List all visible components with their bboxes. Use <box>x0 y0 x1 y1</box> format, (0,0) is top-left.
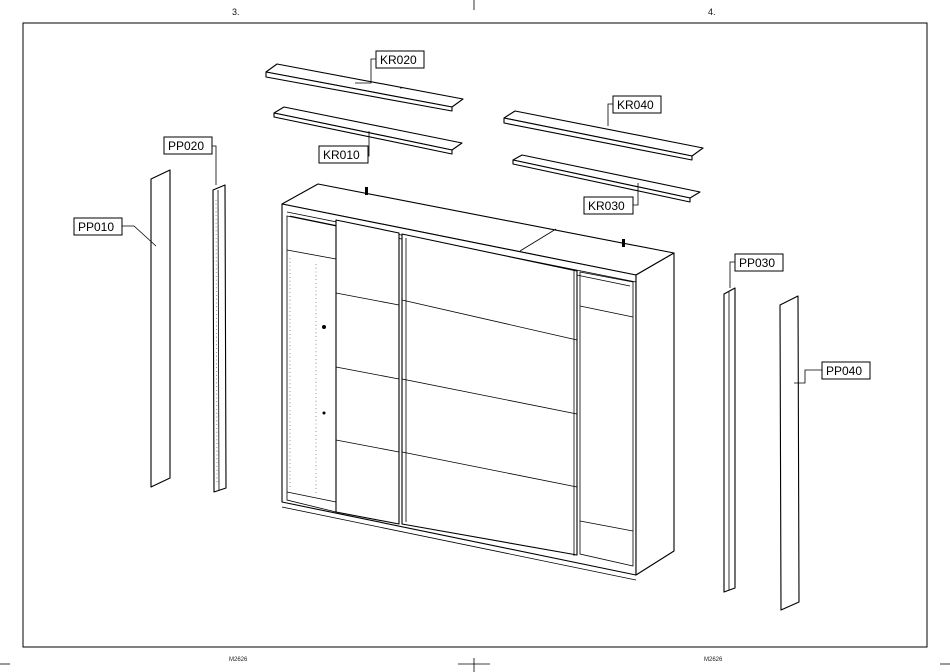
panel-pp010 <box>151 170 170 487</box>
label-kr020-text: KR020 <box>380 53 417 67</box>
label-kr040: KR040 <box>613 96 661 113</box>
label-kr040-text: KR040 <box>617 98 654 112</box>
label-kr020: KR020 <box>376 51 424 68</box>
panel-pp030 <box>724 288 735 592</box>
panel-pp020 <box>213 185 226 492</box>
label-pp010-text: PP010 <box>78 220 114 234</box>
label-pp030-text: PP030 <box>739 256 775 270</box>
label-pp030: PP030 <box>735 254 783 271</box>
label-pp020-text: PP020 <box>168 139 204 153</box>
panel-pp040 <box>780 296 799 610</box>
label-pp010: PP010 <box>74 218 122 235</box>
label-kr010-text: KR010 <box>323 148 360 162</box>
label-pp040-text: PP040 <box>826 364 862 378</box>
label-kr030: KR030 <box>584 197 633 214</box>
label-kr030-text: KR030 <box>588 199 625 213</box>
label-kr010: KR010 <box>319 146 368 163</box>
label-pp040: PP040 <box>822 362 870 379</box>
label-pp020: PP020 <box>164 137 212 154</box>
wardrobe-body <box>282 184 674 580</box>
board-kr030 <box>513 155 700 202</box>
board-kr020 <box>266 64 463 111</box>
board-kr040 <box>504 111 703 160</box>
